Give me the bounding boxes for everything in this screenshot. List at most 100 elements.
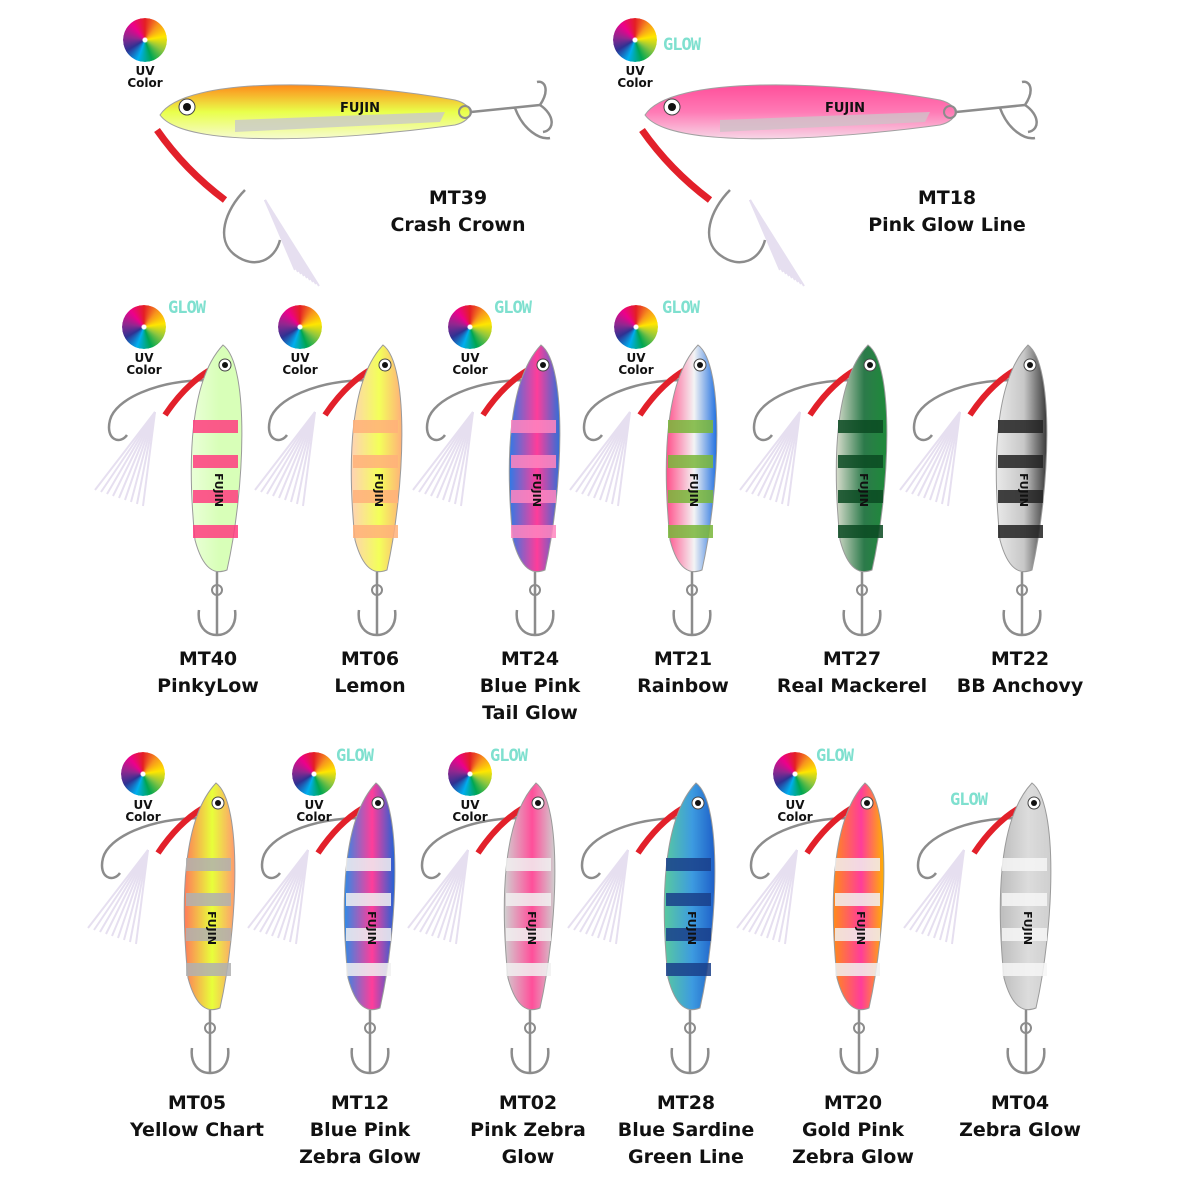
lure-stripe xyxy=(193,420,238,433)
lure-pupil-icon xyxy=(222,362,228,368)
split-ring-icon xyxy=(211,584,223,596)
lure-name: Pink Glow Line xyxy=(868,214,1026,236)
lure-stripe xyxy=(193,455,238,468)
feather-icon xyxy=(748,849,798,933)
treble-hook-icon xyxy=(510,1010,550,1075)
uv-label-line1: UV xyxy=(460,351,480,365)
color-wheel-icon xyxy=(278,305,322,349)
lure-body xyxy=(159,84,471,140)
feather-icon xyxy=(909,849,965,931)
lure-name: Zebra Glow xyxy=(299,1146,421,1168)
feather-icon xyxy=(573,849,629,931)
lure-name: Crash Crown xyxy=(390,214,526,236)
lure-code: MT06 xyxy=(340,648,400,670)
lure-code: MT28 xyxy=(656,1092,716,1114)
split-ring-icon xyxy=(364,1022,376,1034)
feather-icon xyxy=(407,849,469,929)
feather-icon xyxy=(259,849,309,933)
lure-stripe xyxy=(346,928,391,941)
lure-name: Tail Glow xyxy=(482,702,578,724)
lure-name: Rainbow xyxy=(637,675,729,697)
lure-image: FUJIN xyxy=(407,782,556,1075)
lure-name: Blue Sardine xyxy=(617,1119,755,1141)
assist-hook-icon xyxy=(222,189,282,264)
treble-hook-icon xyxy=(1006,1010,1046,1075)
feather-icon xyxy=(289,849,309,943)
lure-stripe xyxy=(1002,893,1047,906)
lure-pupil-icon xyxy=(375,800,381,806)
feather-icon xyxy=(615,849,629,945)
feather-icon xyxy=(302,411,316,507)
lure-stripe xyxy=(838,455,883,468)
color-wheel-icon xyxy=(123,18,167,62)
feather-icon xyxy=(272,411,316,497)
lure-name: Gold Pink xyxy=(802,1119,904,1141)
lure-stripe xyxy=(1002,858,1047,871)
lure-stripe xyxy=(511,490,556,503)
feather-icon xyxy=(751,411,801,495)
lure-stripe xyxy=(838,420,883,433)
feather-icon xyxy=(254,411,316,491)
lure-image: FUJIN xyxy=(254,344,403,637)
lure-pupil-icon xyxy=(1031,800,1037,806)
lure-name: Green Line xyxy=(628,1146,744,1168)
treble-hook-icon xyxy=(842,572,882,637)
lure-stripe xyxy=(668,525,713,538)
lure-stripe xyxy=(835,963,880,976)
lure-code: MT21 xyxy=(653,648,713,670)
feather-icon xyxy=(105,849,149,935)
lure-stripe xyxy=(186,893,231,906)
feather-icon xyxy=(290,411,316,503)
lure-image: FUJIN xyxy=(94,344,243,637)
lure-pupil-icon xyxy=(697,362,703,368)
uv-label-line1: UV xyxy=(133,798,153,812)
color-wheel-icon xyxy=(448,305,492,349)
lure-image: FUJIN xyxy=(569,344,718,637)
lure-stripe xyxy=(666,928,711,941)
lure-stripe xyxy=(668,490,713,503)
feather-icon xyxy=(781,411,801,505)
assist-hook-icon xyxy=(912,378,1016,442)
uv-label-line2: Color xyxy=(617,76,653,90)
lure-pupil-icon xyxy=(867,362,873,368)
feather-icon xyxy=(117,849,149,939)
feather-icon xyxy=(418,411,474,493)
lure-brand-text: FUJIN xyxy=(372,473,385,507)
feather-icon xyxy=(425,849,469,935)
lure-name: BB Anchovy xyxy=(956,675,1084,697)
uv-label-line1: UV xyxy=(135,64,155,78)
feather-icon xyxy=(124,411,156,501)
lure-stripe xyxy=(835,893,880,906)
treble-hook-icon xyxy=(350,1010,390,1075)
uv-label-line2: Color xyxy=(127,76,163,90)
feather-icon xyxy=(787,411,801,507)
treble-hook-icon xyxy=(515,572,555,637)
lure-stripe xyxy=(1002,963,1047,976)
lure-code: MT04 xyxy=(990,1092,1050,1114)
lure-stripe xyxy=(353,490,398,503)
assist-hook-icon xyxy=(100,816,204,880)
feather-icon xyxy=(766,849,798,939)
feather-icon xyxy=(947,411,961,507)
feather-icon xyxy=(754,849,798,935)
lure-stripe xyxy=(668,420,713,433)
feather-icon xyxy=(277,849,309,939)
glow-tag: GLOW xyxy=(490,746,528,766)
uv-label-line2: Color xyxy=(777,810,813,824)
feather-icon xyxy=(264,199,320,287)
uv-label-line2: Color xyxy=(618,363,654,377)
split-ring-icon xyxy=(853,1022,865,1034)
lure-brand-text: FUJIN xyxy=(212,473,225,507)
feather-icon xyxy=(455,849,469,945)
lure-stripe xyxy=(666,893,711,906)
uv-label-line1: UV xyxy=(290,351,310,365)
feather-icon xyxy=(437,849,469,939)
lure-stripe xyxy=(666,963,711,976)
